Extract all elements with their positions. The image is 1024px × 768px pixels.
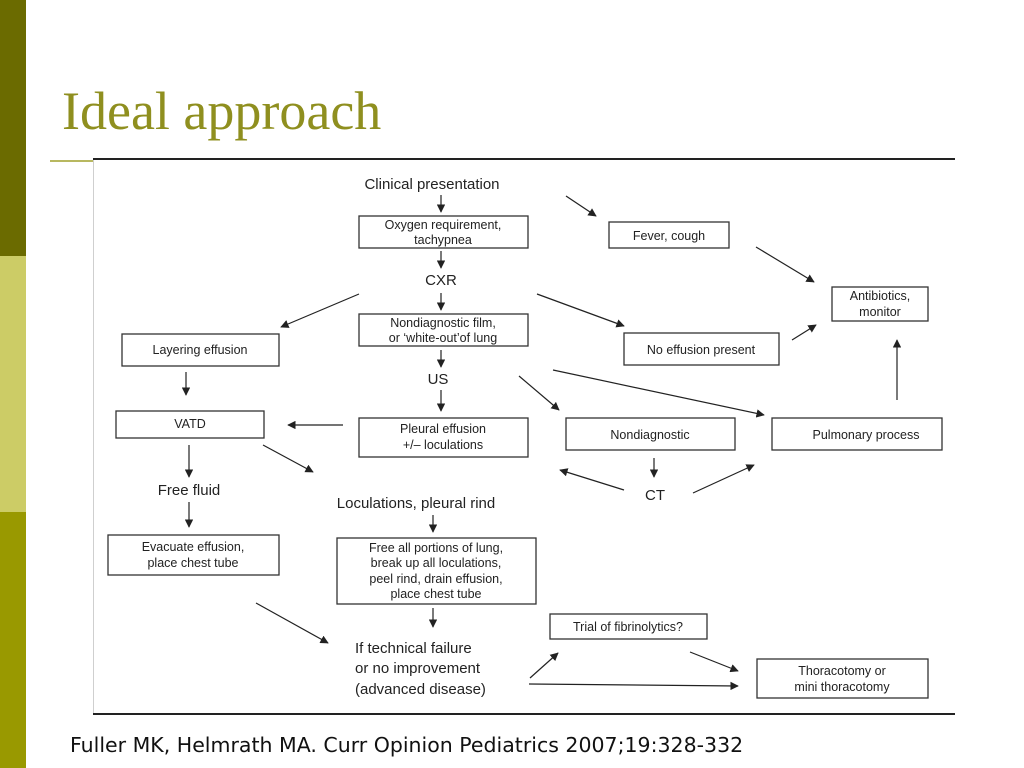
no-effusion-label: No effusion present <box>647 343 756 357</box>
arrow-failure-to-fibrinolytics <box>529 652 559 679</box>
fever-label: Fever, cough <box>633 229 705 243</box>
technical-failure-line3: (advanced disease) <box>355 681 486 698</box>
arrow-failure-to-thoracotomy <box>528 681 739 691</box>
clinical-presentation-label: Clinical presentation <box>364 176 499 193</box>
box-no-effusion <box>623 332 780 366</box>
fibrinolytics-label: Trial of fibrinolytics? <box>573 620 683 634</box>
technical-failure-line1: If technical failure <box>355 640 472 657</box>
pulmonary-process-label: Pulmonary process <box>813 428 920 442</box>
box-nondiagnostic-film <box>358 313 529 347</box>
cxr-label: CXR <box>425 272 457 289</box>
oxygen-label-line2: tachypnea <box>414 233 472 247</box>
box-oxygen <box>358 215 529 249</box>
evacuate-line2: place chest tube <box>147 556 238 570</box>
arrow-fever-to-antibiotics <box>755 246 815 283</box>
box-evacuate <box>107 534 280 576</box>
arrow-cxr-to-no-effusion <box>536 293 625 328</box>
arrow-cxr-to-layering <box>280 293 360 328</box>
free-lung-line2: break up all loculations, <box>371 556 502 570</box>
nondiagnostic-film-line2: or ‘white-out’of lung <box>389 331 497 345</box>
antibiotics-label-line1: Antibiotics, <box>850 289 910 303</box>
decor-bar-middle <box>0 256 26 512</box>
arrow-us-to-pulmonary <box>552 369 765 418</box>
box-pulmonary-process <box>771 417 943 451</box>
arrow-ct-to-pulmonary <box>692 464 755 494</box>
pleural-effusion-line2: +/– loculations <box>403 438 483 452</box>
box-fibrinolytics <box>549 613 708 640</box>
loculations-label: Loculations, pleural rind <box>337 495 495 512</box>
vatd-label: VATD <box>174 417 205 431</box>
nondiagnostic-film-line1: Nondiagnostic film, <box>390 316 496 330</box>
layering-label: Layering effusion <box>153 343 248 357</box>
panel-left-border <box>93 160 94 713</box>
free-lung-line1: Free all portions of lung, <box>369 541 503 555</box>
technical-failure-line2: or no improvement <box>355 660 481 677</box>
arrow-fibrinolytics-to-thoracotomy <box>689 651 739 673</box>
oxygen-label-line1: Oxygen requirement, <box>385 218 502 232</box>
arrow-evacuate-to-failure <box>255 602 329 644</box>
evacuate-line1: Evacuate effusion, <box>142 540 245 554</box>
panel-bottom-border <box>93 713 955 715</box>
arrow-no-effusion-to-antibiotics <box>791 324 817 341</box>
pleural-effusion-line1: Pleural effusion <box>400 422 486 436</box>
ct-label: CT <box>645 487 665 504</box>
thoracotomy-line2: mini thoracotomy <box>794 680 890 694</box>
decor-bar-bottom <box>0 512 26 768</box>
box-fever <box>608 221 730 249</box>
box-antibiotics <box>831 286 929 322</box>
box-thoracotomy <box>756 658 929 699</box>
free-fluid-label: Free fluid <box>158 482 221 499</box>
slide-title: Ideal approach <box>62 81 382 141</box>
box-layering <box>121 333 280 367</box>
box-vatd <box>115 410 265 439</box>
title-underline <box>50 160 94 162</box>
panel-top-border <box>93 158 955 160</box>
free-lung-line3: peel rind, drain effusion, <box>369 572 502 586</box>
arrow-ct-to-pleural <box>559 468 625 491</box>
decor-bar-top <box>0 0 26 256</box>
box-free-lung <box>336 537 537 605</box>
thoracotomy-line1: Thoracotomy or <box>798 664 886 678</box>
antibiotics-label-line2: monitor <box>859 305 901 319</box>
arrow-vatd-to-loculations <box>262 444 314 473</box>
arrow-clinical-to-fever <box>565 195 597 217</box>
us-label: US <box>428 371 449 388</box>
nondiagnostic-label: Nondiagnostic <box>610 428 689 442</box>
box-nondiagnostic <box>565 417 736 451</box>
citation: Fuller MK, Helmrath MA. Curr Opinion Ped… <box>70 733 744 757</box>
box-pleural-effusion <box>358 417 529 458</box>
free-lung-line4: place chest tube <box>390 587 481 601</box>
arrow-us-to-nondiagnostic <box>518 375 560 411</box>
